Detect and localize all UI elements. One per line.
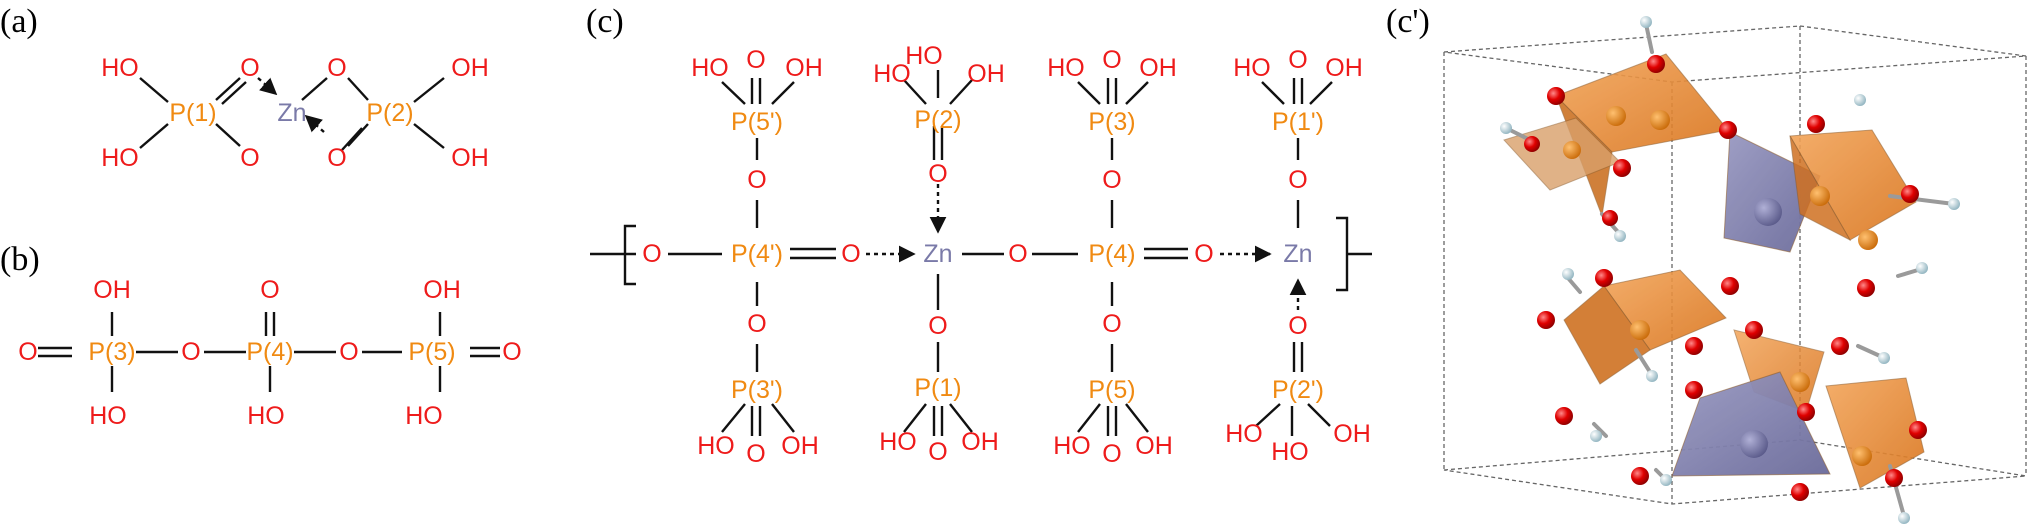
atom-p5: P(5): [1088, 376, 1135, 404]
atom-ho: HO: [905, 42, 943, 70]
atom-p4: P(4): [1088, 240, 1135, 268]
atom-p1-prime: P(1'): [1272, 108, 1324, 136]
atom-ho: HO: [1225, 420, 1263, 448]
atom-o: O: [747, 310, 766, 338]
atom-p2: P(2): [914, 106, 961, 134]
panel-c-structure: O P(4') O Zn O P(4) O Zn O P(5') HO O OH…: [590, 42, 1372, 468]
atom-o: O: [1194, 240, 1213, 268]
atom-p3: P(3): [1088, 108, 1135, 136]
atom-oh: OH: [781, 432, 819, 460]
atom-oh: OH: [785, 54, 823, 82]
atom-p4: P(4): [246, 338, 293, 366]
atom-oh: OH: [961, 428, 999, 456]
atom-oh: OH: [1325, 54, 1363, 82]
atom-o: O: [181, 338, 200, 366]
atom-o: O: [642, 240, 661, 268]
atom-o: O: [327, 144, 346, 172]
atom-zn: Zn: [923, 240, 952, 268]
atom-o: O: [746, 440, 765, 468]
panel-b-structure: O OH P(3) HO O O P(4) HO O OH P(5) HO O: [18, 276, 521, 430]
atom-o: O: [928, 312, 947, 340]
atom-oh: OH: [1135, 432, 1173, 460]
atom-oh: OH: [93, 276, 131, 304]
atom-ho: HO: [405, 402, 443, 430]
atom-p2: P(2): [366, 99, 413, 127]
atom-p1: P(1): [169, 99, 216, 127]
atom-ho: HO: [879, 428, 917, 456]
panel-a-structure: HO HO P(1) O O Zn O O P(2) OH OH: [101, 54, 489, 172]
atom-o: O: [502, 338, 521, 366]
zinc-atoms: [1740, 198, 1782, 458]
panel-label-c-prime: (c'): [1386, 3, 1430, 40]
atom-oh: OH: [1139, 54, 1177, 82]
panel-label-b: (b): [0, 241, 40, 278]
atom-oh: OH: [967, 60, 1005, 88]
atom-oh: OH: [451, 54, 489, 82]
atom-o: O: [928, 160, 947, 188]
atom-p4-prime: P(4'): [731, 240, 783, 268]
atom-p3: P(3): [88, 338, 135, 366]
atom-ho: HO: [89, 402, 127, 430]
atom-o: O: [1288, 312, 1307, 340]
atom-zn: Zn: [1283, 240, 1312, 268]
atom-p1: P(1): [914, 374, 961, 402]
atom-p5: P(5): [408, 338, 455, 366]
atom-o: O: [1102, 46, 1121, 74]
atom-oh: OH: [451, 144, 489, 172]
atom-p2-prime: P(2'): [1272, 376, 1324, 404]
panel-label-a: (a): [0, 3, 38, 40]
atom-ho: HO: [247, 402, 285, 430]
panel-c-prime-3d-model: [1443, 16, 2027, 524]
atom-ho: HO: [101, 144, 139, 172]
atom-o: O: [841, 240, 860, 268]
atom-o: O: [1102, 440, 1121, 468]
atom-o: O: [327, 54, 346, 82]
atom-o: O: [240, 54, 259, 82]
atom-o: O: [747, 166, 766, 194]
atom-o: O: [240, 144, 259, 172]
hydrogen-atoms: [1500, 16, 1960, 524]
atom-o: O: [1008, 240, 1027, 268]
atom-p5-prime: P(5'): [731, 108, 783, 136]
atom-p3-prime: P(3'): [731, 376, 783, 404]
atom-o: O: [928, 438, 947, 466]
atom-ho: HO: [1047, 54, 1085, 82]
atom-ho: HO: [1233, 54, 1271, 82]
atom-oh: OH: [423, 276, 461, 304]
atom-o: O: [1102, 310, 1121, 338]
atom-o: O: [1288, 166, 1307, 194]
atom-o: O: [746, 46, 765, 74]
oxygen-atoms: [1524, 55, 1927, 501]
atom-ho: HO: [1053, 432, 1091, 460]
atom-o: O: [1102, 166, 1121, 194]
atom-ho: HO: [873, 60, 911, 88]
atom-ho: HO: [1271, 438, 1309, 466]
atom-o: O: [1288, 46, 1307, 74]
atom-o: O: [339, 338, 358, 366]
atom-zn: Zn: [277, 99, 306, 127]
atom-ho: HO: [691, 54, 729, 82]
tetrahedra: [1503, 53, 1925, 489]
atom-o: O: [260, 276, 279, 304]
atom-ho: HO: [101, 54, 139, 82]
atom-ho: HO: [697, 432, 735, 460]
atom-oh: OH: [1333, 420, 1371, 448]
atom-o: O: [18, 338, 37, 366]
phosphorus-atoms: [1563, 106, 1878, 466]
panel-label-c: (c): [586, 3, 624, 40]
